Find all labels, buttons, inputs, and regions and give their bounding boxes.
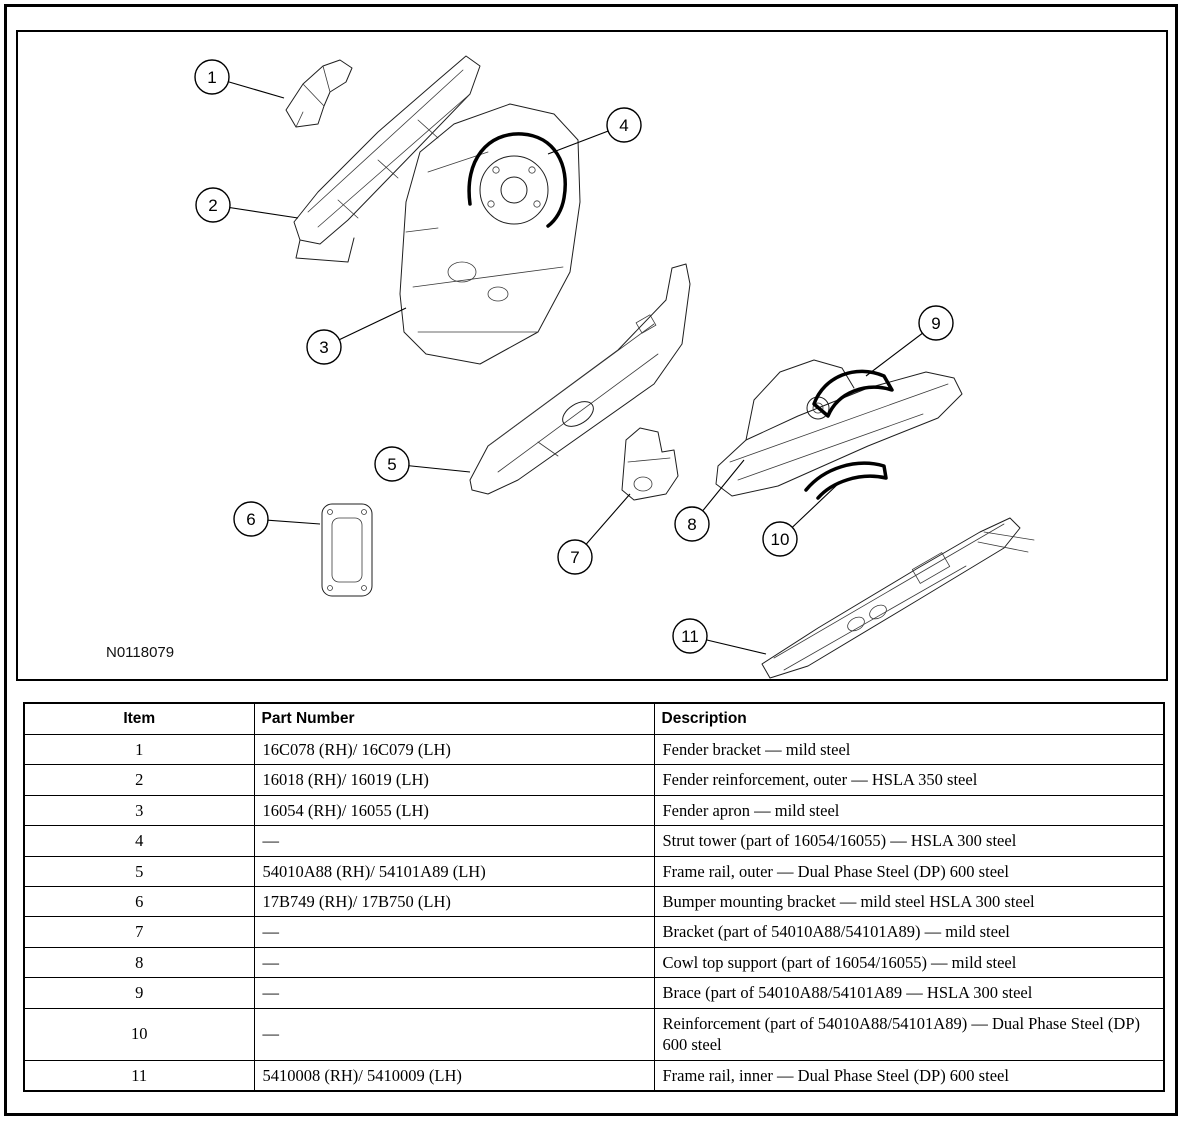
item-cell: 10 (23, 1007, 255, 1061)
table-header-row: Item Part Number Description (23, 702, 1165, 735)
item-cell: 6 (23, 885, 255, 918)
callout-circle (672, 618, 708, 654)
brace-highlight (812, 369, 894, 418)
diagram-panel: 1 2 3 4 5 6 7 8 9 10 11 N0118079 (16, 30, 1168, 681)
page-border (4, 4, 1178, 1116)
callout-circle (374, 446, 410, 482)
callout-number: 2 (208, 196, 217, 215)
item-cell: 8 (23, 946, 255, 979)
callout-circle (194, 59, 230, 95)
callout-circle (762, 521, 798, 557)
description-cell: Cowl top support (part of 16054/16055) —… (653, 946, 1165, 979)
part-number-cell: 16054 (RH)/ 16055 (LH) (253, 794, 655, 827)
part-number-cell: 16018 (RH)/ 16019 (LH) (253, 764, 655, 796)
callout-circle (306, 329, 342, 365)
item-cell: 2 (23, 764, 255, 796)
callout-number: 1 (207, 68, 216, 87)
item-cell: 11 (23, 1059, 255, 1092)
item-cell: 4 (23, 825, 255, 857)
description-cell: Frame rail, inner — Dual Phase Steel (DP… (653, 1059, 1165, 1092)
callout-circle (674, 506, 710, 542)
callout-number: 9 (931, 314, 940, 333)
table-row: 4—Strut tower (part of 16054/16055) — HS… (23, 825, 1165, 857)
callout-number: 7 (570, 548, 579, 567)
part-number-cell: — (253, 946, 655, 979)
description-cell: Bracket (part of 54010A88/54101A89) — mi… (653, 916, 1165, 948)
table-row: 8—Cowl top support (part of 16054/16055)… (23, 946, 1165, 979)
callout-number: 5 (387, 455, 396, 474)
figure-id-label: N0118079 (106, 644, 175, 661)
callout-number: 6 (246, 510, 255, 529)
description-cell: Bumper mounting bracket — mild steel HSL… (653, 885, 1165, 918)
callout-number: 3 (319, 338, 328, 357)
header-part-number: Part Number (253, 702, 655, 735)
table-row: 9—Brace (part of 54010A88/54101A89 — HSL… (23, 977, 1165, 1009)
strut-tower-highlight (467, 132, 567, 228)
part-number-cell: 5410008 (RH)/ 5410009 (LH) (253, 1059, 655, 1092)
callout-number: 4 (619, 116, 628, 135)
item-cell: 7 (23, 916, 255, 948)
part-number-cell: — (253, 916, 655, 948)
description-cell: Fender bracket — mild steel (653, 733, 1165, 766)
part-number-cell: — (253, 1007, 655, 1061)
item-cell: 9 (23, 977, 255, 1009)
callout-circle (557, 539, 593, 575)
header-item: Item (23, 702, 255, 735)
item-cell: 1 (23, 733, 255, 766)
callout-circle (233, 501, 269, 537)
description-cell: Fender apron — mild steel (653, 794, 1165, 827)
table-row: 7—Bracket (part of 54010A88/54101A89) — … (23, 916, 1165, 948)
callout-circle (918, 305, 954, 341)
description-cell: Frame rail, outer — Dual Phase Steel (DP… (653, 855, 1165, 888)
description-cell: Fender reinforcement, outer — HSLA 350 s… (653, 764, 1165, 796)
item-cell: 5 (23, 855, 255, 888)
reinforcement-highlight (804, 461, 888, 500)
callout-circle (606, 107, 642, 143)
callout-number: 10 (771, 530, 790, 549)
description-cell: Brace (part of 54010A88/54101A89 — HSLA … (653, 977, 1165, 1009)
callout-number: 8 (687, 515, 696, 534)
item-cell: 3 (23, 794, 255, 827)
exploded-parts-diagram: 1 2 3 4 5 6 7 8 9 10 11 (194, 55, 1035, 679)
parts-line-art (285, 55, 1035, 679)
part-number-cell: — (253, 977, 655, 1009)
callout-number: 11 (681, 627, 699, 646)
description-cell: Reinforcement (part of 54010A88/54101A89… (653, 1007, 1165, 1061)
part-number-cell: 17B749 (RH)/ 17B750 (LH) (253, 885, 655, 918)
part-number-cell: 16C078 (RH)/ 16C079 (LH) (253, 733, 655, 766)
part-number-cell: 54010A88 (RH)/ 54101A89 (LH) (253, 855, 655, 888)
callout-layer: 1 2 3 4 5 6 7 8 9 10 11 (194, 59, 954, 655)
part-number-cell: — (253, 825, 655, 857)
table-row: 10—Reinforcement (part of 54010A88/54101… (23, 1007, 1165, 1061)
callout-circle (195, 187, 231, 223)
description-cell: Strut tower (part of 16054/16055) — HSLA… (653, 825, 1165, 857)
header-description: Description (653, 702, 1165, 735)
